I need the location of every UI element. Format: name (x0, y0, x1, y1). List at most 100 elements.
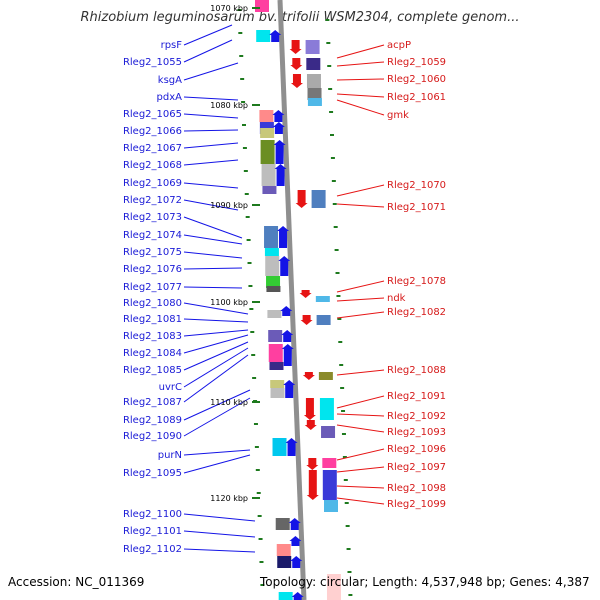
gene-label-gmk: gmk (387, 110, 409, 121)
gene-block (270, 380, 285, 388)
gene-block (262, 186, 277, 194)
forward-arrow (289, 536, 302, 546)
gene-label-Rleg2_1089: Rleg2_1089 (123, 415, 182, 426)
gene-block (266, 276, 281, 288)
leader-Rleg2_1093 (336, 424, 385, 433)
gene-block (307, 98, 322, 106)
leader-Rleg2_1068 (183, 159, 239, 166)
forward-arrow (274, 164, 287, 186)
leader-ndk (336, 297, 385, 302)
forward-arrow (280, 306, 293, 316)
gene-block (268, 330, 283, 342)
gene-label-Rleg2_1078: Rleg2_1078 (387, 276, 446, 287)
gene-label-Rleg2_1090: Rleg2_1090 (123, 431, 182, 442)
gene-label-Rleg2_1070: Rleg2_1070 (387, 180, 446, 191)
forward-arrow (288, 518, 301, 530)
gene-label-Rleg2_1099: Rleg2_1099 (387, 499, 446, 510)
gene-block (260, 140, 275, 164)
leader-Rleg2_1087 (183, 354, 249, 403)
gene-label-Rleg2_1087: Rleg2_1087 (123, 397, 182, 408)
leader-Rleg2_1061 (336, 93, 385, 98)
left-gene-labels: rpsF Rleg2_1055 ksgA pdxA Rleg2_1065Rleg2_10… (123, 40, 182, 555)
leader-Rleg2_1066 (183, 129, 239, 132)
leader-Rleg2_1080 (183, 302, 249, 315)
gene-block (275, 518, 290, 530)
gene-block (270, 388, 285, 398)
gene-label-Rleg2_1073: Rleg2_1073 (123, 212, 182, 223)
gene-block (277, 556, 292, 568)
kbp-label: 1090 kbp (210, 201, 248, 210)
tick-marks (237, 9, 353, 596)
leader-Rleg2_1055 (183, 39, 233, 63)
gene-label-Rleg2_1095: Rleg2_1095 (123, 468, 182, 479)
gene-label-Rleg2_1097: Rleg2_1097 (387, 462, 446, 473)
gene-label-Rleg2_1066: Rleg2_1066 (123, 126, 182, 137)
forward-arrow (277, 226, 290, 248)
gene-label-Rleg2_1085: Rleg2_1085 (123, 365, 182, 376)
kbp-label: 1120 kbp (210, 494, 248, 503)
leader-ksgA (183, 62, 239, 81)
leader-Rleg2_1091 (336, 395, 385, 409)
gene-label-ksgA: ksgA (158, 75, 182, 86)
accession-text: Accession: NC_011369 (8, 575, 145, 589)
gene-label-Rleg2_1055: Rleg2_1055 (123, 57, 182, 68)
gene-label-Rleg2_1081: Rleg2_1081 (123, 314, 182, 325)
gene-label-Rleg2_1098: Rleg2_1098 (387, 483, 446, 494)
gene-label-rpsF: rpsF (161, 40, 183, 51)
leader-Rleg2_1096 (336, 448, 385, 461)
gene-label-Rleg2_1059: Rleg2_1059 (387, 57, 446, 68)
gene-label-Rleg2_1093: Rleg2_1093 (387, 427, 446, 438)
forward-arrow (272, 110, 285, 122)
leader-Rleg2_1084 (183, 334, 249, 354)
leader-Rleg2_1075 (183, 251, 243, 259)
right-gene-labels: acpPRleg2_1059Rleg2_1060Rleg2_1061gmkRle… (387, 40, 446, 510)
kbp-label: 1100 kbp (210, 298, 248, 307)
gene-block (259, 110, 274, 122)
leader-Rleg2_1073 (183, 216, 243, 239)
gene-label-Rleg2_1083: Rleg2_1083 (123, 331, 182, 342)
gene-label-pdxA: pdxA (157, 92, 183, 103)
gene-block (311, 190, 326, 208)
forward-arrow (291, 592, 304, 600)
kbp-label: 1070 kbp (210, 4, 248, 13)
gene-label-Rleg2_1068: Rleg2_1068 (123, 160, 182, 171)
leader-Rleg2_1069 (183, 182, 239, 189)
reverse-arrow (303, 398, 316, 420)
gene-features (255, 0, 341, 600)
gene-label-Rleg2_1071: Rleg2_1071 (387, 202, 446, 213)
reverse-arrow (295, 190, 308, 208)
leader-Rleg2_1072 (183, 199, 239, 211)
gene-label-uvrC: uvrC (159, 382, 182, 393)
gene-block (261, 164, 276, 186)
forward-arrow (281, 330, 294, 342)
gene-block (256, 30, 271, 42)
reverse-arrow (300, 315, 313, 325)
leader-Rleg2_1077 (183, 286, 243, 289)
gene-block (326, 574, 341, 600)
gene-block (307, 88, 322, 100)
reverse-arrow (299, 290, 312, 298)
leader-Rleg2_1083 (183, 329, 249, 337)
leader-Rleg2_1081 (183, 318, 249, 323)
gene-block (260, 128, 275, 138)
leader-Rleg2_1102 (183, 548, 256, 553)
gene-label-purN: purN (158, 450, 182, 461)
gene-block (318, 372, 333, 380)
genome-backbone (277, 0, 307, 600)
gene-label-Rleg2_1072: Rleg2_1072 (123, 195, 182, 206)
leader-Rleg2_1100 (183, 513, 256, 522)
gene-label-Rleg2_1102: Rleg2_1102 (123, 544, 182, 555)
gene-label-Rleg2_1067: Rleg2_1067 (123, 143, 182, 154)
gene-block (306, 74, 321, 88)
leader-purN (183, 449, 251, 456)
gene-label-Rleg2_1065: Rleg2_1065 (123, 109, 182, 120)
gene-label-Rleg2_1060: Rleg2_1060 (387, 74, 446, 85)
forward-arrow (269, 30, 282, 42)
reverse-arrow (304, 420, 317, 430)
gene-block (265, 256, 280, 276)
leader-Rleg2_1065 (183, 113, 239, 119)
forward-arrow (285, 438, 298, 456)
gene-label-Rleg2_1061: Rleg2_1061 (387, 92, 446, 103)
